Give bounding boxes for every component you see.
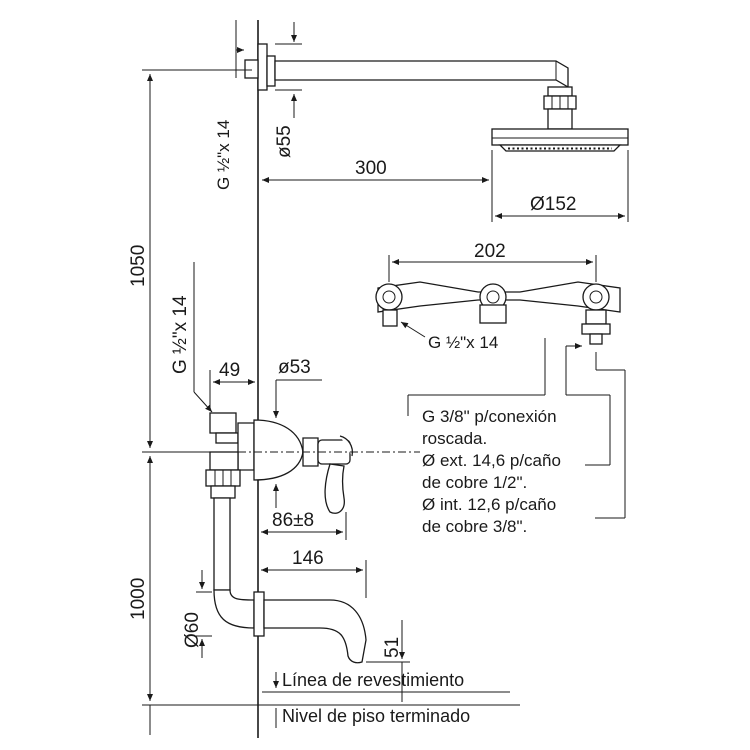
dim-arm-length: 300 — [355, 158, 387, 179]
connection-note-line-6: de cobre 3/8". — [422, 517, 527, 536]
bar-connector — [375, 281, 621, 345]
connection-note-line-1: G 3/8" p/conexión — [422, 407, 557, 426]
floor-line-label: Nivel de piso terminado — [282, 706, 470, 726]
dim-thread-top: G ½"x 14 — [214, 120, 233, 190]
dim-total-height: 1050 — [128, 245, 149, 287]
dim-inlet-offset: 49 — [219, 360, 240, 381]
dim-head-diameter: Ø152 — [530, 194, 576, 215]
connection-note-line-4: de cobre 1/2". — [422, 473, 527, 492]
dim-spout-reach: 146 — [292, 548, 324, 569]
dim-mixer-height: 1000 — [128, 578, 149, 620]
connection-note-line-3: Ø ext. 14,6 p/caño — [422, 451, 561, 470]
dim-escutcheon-diameter: ø53 — [278, 357, 311, 378]
dim-thread-mid: G ½"x 14 — [170, 295, 191, 374]
dim-flange-diameter: ø55 — [274, 125, 295, 158]
mixer-assembly — [205, 412, 367, 664]
finish-line-label: Línea de revestimiento — [282, 670, 464, 690]
shower-arm-assembly — [244, 43, 629, 152]
connection-note-line-5: Ø int. 12,6 p/caño — [422, 495, 556, 514]
dim-handle-depth: 86±8 — [272, 510, 314, 531]
dim-thread-bar: G ½"x 14 — [428, 333, 498, 352]
connection-note-line-2: roscada. — [422, 429, 487, 448]
dim-connector-spacing: 202 — [474, 241, 506, 262]
dim-spout-drop: 51 — [382, 637, 403, 658]
dim-spout-flange: Ø60 — [182, 612, 203, 648]
